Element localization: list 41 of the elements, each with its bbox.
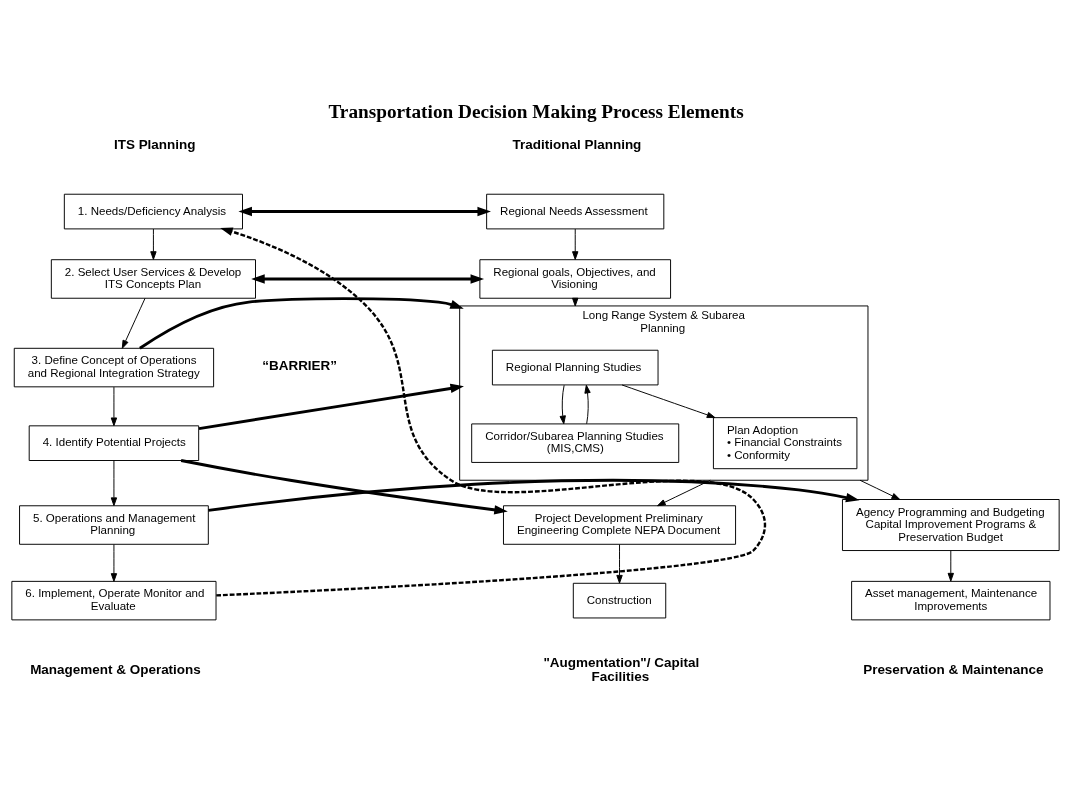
arrow [572,228,579,260]
label: “BARRIER” [262,357,338,373]
arrow [584,384,591,424]
node-box: Plan Adoption • Financial Constraints • Conformity [712,416,858,469]
label: Management & Operations [30,661,201,677]
node-box: 2. Select User Services & Develop ITS Concepts Plan [50,258,256,299]
arrow [621,384,716,418]
arrow [139,296,464,349]
arrow [251,273,485,284]
node-box: Project Development Preliminary Engineering Complete NEPA Document [503,504,737,545]
label: "Augmentation"/ Capital Facilities [543,654,700,684]
arrow [657,479,711,506]
arrow [238,206,491,216]
arrow [859,479,901,500]
label: ITS Planning [113,136,196,152]
label: Preservation & Maintenance [863,661,1044,677]
arrow [947,549,954,581]
label: Traditional Planning [512,136,642,152]
node-box: 4. Identify Potential Projects [28,424,200,461]
node-box: Corridor/Subarea Planning Studies (MIS,CMS) [471,422,680,463]
arrow [208,478,860,512]
node-box: Construction [572,582,667,618]
node-box: 5. Operations and Management Planning [19,504,209,545]
arrow [110,459,118,506]
arrow [150,228,157,260]
node-box: Asset management, Maintenance Improvements [851,580,1051,620]
arrow [616,543,623,584]
node-box: Agency Programming and Budgeting Capital Improvement Programs & Preservation Budget [842,498,1060,551]
diagram-title: Transportation Decision Making Process Elements [328,100,744,122]
arrow [121,297,146,349]
arrow [216,226,766,597]
node-box: 1. Needs/Deficiency Analysis [63,193,243,229]
arrow [559,384,566,424]
arrow [180,458,508,515]
node-box: 6. Implement, Operate Monitor and Evaluate [11,580,217,620]
arrow [198,383,464,430]
arrow [110,386,118,426]
arrow [110,543,118,582]
node-box: Regional Planning Studies [491,349,659,385]
node-box: 3. Define Concept of Operations and Regional Integration Strategy [13,347,215,387]
node-box: Regional Needs Assessment [486,193,665,229]
